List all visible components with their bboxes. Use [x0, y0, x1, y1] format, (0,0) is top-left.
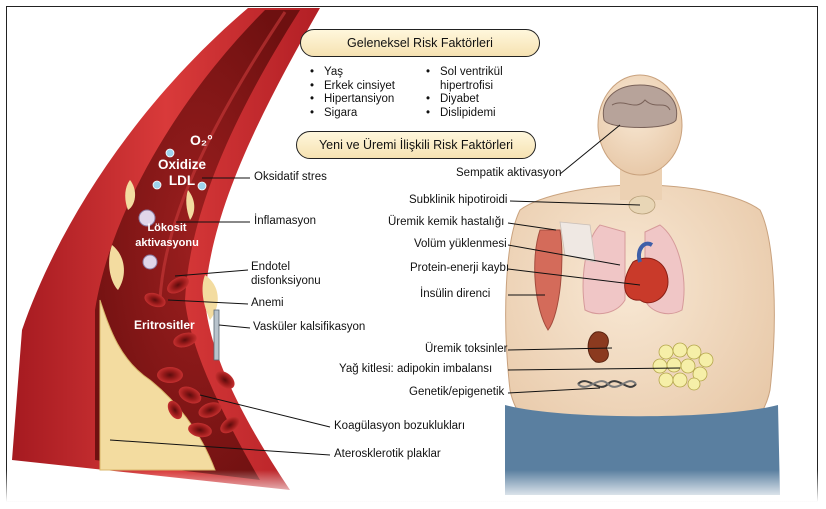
list-item: Sol ventrikül hipertrofisi	[426, 66, 536, 93]
body-illustration	[505, 75, 780, 495]
callout-anemia: Anemi	[251, 297, 284, 309]
callout-endothelial-dysfunction: Endotel disfonksiyonu	[251, 261, 351, 288]
o2-radical-label: O₂°	[190, 132, 213, 148]
ldl-particle	[166, 149, 174, 157]
erythrocytes-label: Eritrositler	[134, 318, 195, 332]
list-item: Yaş	[310, 66, 420, 80]
callout-atherosclerotic-plaques: Aterosklerotik plaklar	[334, 448, 441, 460]
callout-oxidative-stress: Oksidatif stres	[254, 171, 327, 183]
list-item: Erkek cinsiyet	[310, 80, 420, 94]
callout-inflammation: İnflamasyon	[254, 215, 316, 227]
heart	[625, 258, 668, 303]
red-blood-cell	[157, 367, 183, 383]
leukocyte-label: Lökosit aktivasyonu	[128, 221, 206, 251]
callout-protein-energy-wasting: Protein-enerji kaybı	[410, 262, 509, 274]
callout-genetic-epigenetic: Genetik/epigenetik	[409, 386, 504, 398]
callout-uremic-bone-disease: Üremik kemik hastalığı	[388, 216, 504, 228]
traditional-risk-title: Geleneksel Risk Faktörleri	[300, 29, 540, 57]
callout-adipokine-imbalance: Yağ kitlesi: adipokin imbalansı	[339, 363, 492, 375]
list-item: Sigara	[310, 107, 420, 121]
callout-subclinical-hypothyroidism: Subklinik hipotiroidi	[409, 194, 507, 206]
callout-uremic-toxins: Üremik toksinler	[425, 343, 507, 355]
callout-vascular-calcification: Vasküler kalsifikasyon	[253, 321, 365, 333]
list-item: Diyabet	[426, 93, 536, 107]
kidney	[588, 332, 608, 363]
traditional-risk-list-right: Sol ventrikül hipertrofisi Diyabet Disli…	[426, 66, 536, 120]
list-item: Dislipidemi	[426, 107, 536, 121]
leukocyte	[143, 255, 157, 269]
callout-sympathetic-activation: Sempatik aktivasyon	[456, 167, 561, 179]
traditional-risk-list-left: Yaş Erkek cinsiyet Hipertansiyon Sigara	[310, 66, 420, 120]
list-item: Hipertansiyon	[310, 93, 420, 107]
uremic-risk-title: Yeni ve Üremi İlişkili Risk Faktörleri	[296, 131, 536, 159]
callout-volume-overload: Volüm yüklenmesi	[414, 238, 507, 250]
callout-insulin-resistance: İnsülin direnci	[420, 288, 490, 300]
calcification	[214, 310, 219, 360]
callout-coagulation: Koagülasyon bozuklukları	[334, 420, 465, 432]
oxidize-ldl-label: Oxidize LDL	[147, 157, 217, 189]
